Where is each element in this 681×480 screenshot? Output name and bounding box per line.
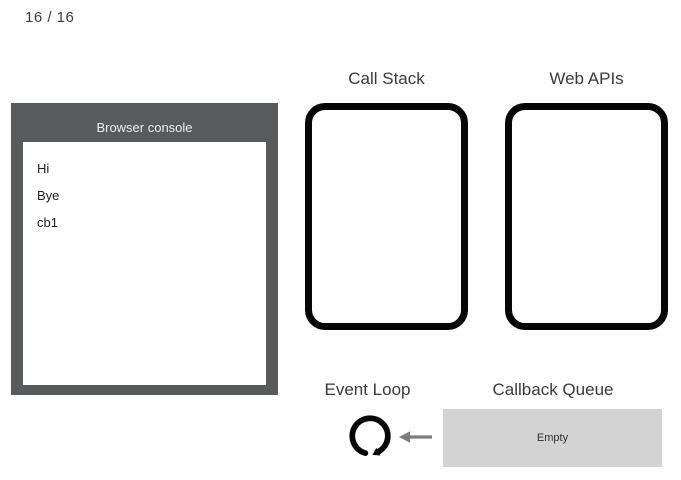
left-arrow-icon xyxy=(398,429,434,450)
callback-queue-box: Empty xyxy=(443,409,662,467)
event-loop-label: Event Loop xyxy=(324,380,411,399)
web-apis-box xyxy=(505,103,668,330)
call-stack-box xyxy=(305,103,468,330)
console-log-line: Hi xyxy=(37,161,50,176)
browser-console-panel: Browser console Hi Bye cb1 xyxy=(11,103,278,395)
web-apis-label: Web APIs xyxy=(549,69,624,88)
event-loop-icon xyxy=(346,412,394,465)
slide-counter: 16 / 16 xyxy=(25,9,75,26)
callback-queue-label: Callback Queue xyxy=(492,380,614,399)
browser-console-title: Browser console xyxy=(96,119,193,135)
browser-console-output: Hi Bye cb1 xyxy=(23,142,266,385)
console-log-line: cb1 xyxy=(37,215,58,230)
console-log-line: Bye xyxy=(37,188,60,203)
call-stack-label: Call Stack xyxy=(348,69,425,88)
callback-queue-status: Empty xyxy=(536,432,569,444)
